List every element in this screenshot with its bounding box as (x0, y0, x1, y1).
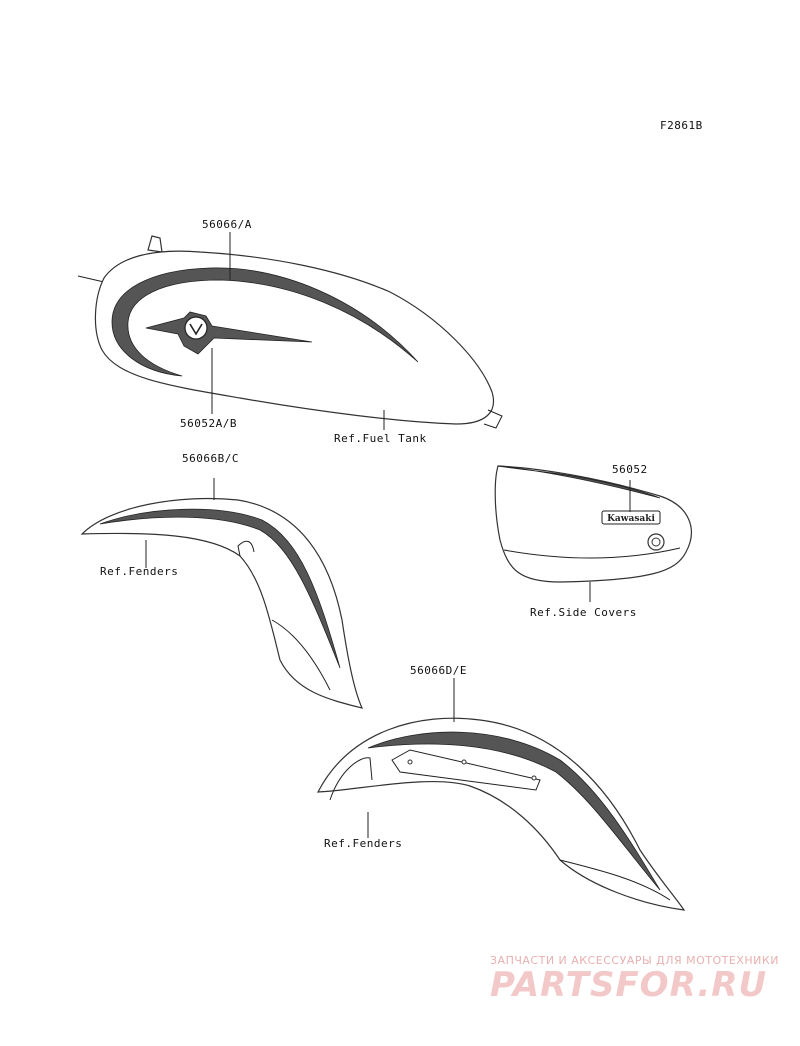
label-front-fender-stripe: 56066B/C (182, 452, 239, 465)
watermark-logo: PARTSFOR.RU (490, 965, 767, 1005)
label-tank-emblem: 56052A/B (180, 417, 237, 430)
figure-code: F2861B (660, 119, 703, 132)
fuel-tank (77, 232, 503, 430)
label-tank-stripe: 56066/A (202, 218, 252, 231)
rear-fender-stripe (367, 731, 661, 891)
label-ref-fenders-front: Ref.Fenders (100, 565, 178, 578)
rear-fender (316, 678, 686, 911)
label-ref-fenders-rear: Ref.Fenders (324, 837, 402, 850)
svg-text:Kawasaki: Kawasaki (607, 514, 655, 524)
label-ref-side-covers: Ref.Side Covers (530, 606, 637, 619)
label-ref-fuel-tank: Ref.Fuel Tank (334, 432, 427, 445)
watermark: ЗАПЧАСТИ И АКСЕССУАРЫ ДЛЯ МОТОТЕХНИКИ PA… (490, 954, 779, 1005)
tank-emblem (145, 311, 313, 355)
side-cover: Kawasaki (494, 465, 692, 602)
label-side-cover-emblem: 56052 (612, 463, 648, 476)
side-cover-emblem: Kawasaki (601, 510, 661, 525)
front-fender-stripe (99, 508, 341, 669)
watermark-tagline: ЗАПЧАСТИ И АКСЕССУАРЫ ДЛЯ МОТОТЕХНИКИ (490, 954, 779, 967)
tank-swoosh-stripe (111, 267, 419, 377)
label-rear-fender-stripe: 56066D/E (410, 664, 467, 677)
front-fender (80, 478, 364, 709)
